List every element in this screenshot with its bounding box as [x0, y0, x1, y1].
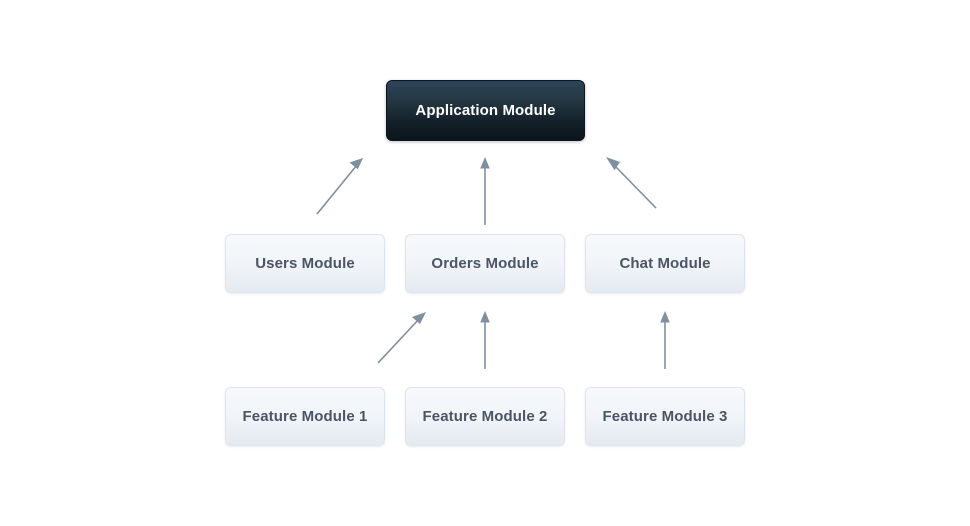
arrow-users-to-application [316, 158, 363, 215]
node-feature-module-1[interactable]: Feature Module 1 [225, 387, 385, 446]
node-feature-module-3-label: Feature Module 3 [602, 407, 728, 425]
node-feature-module-3[interactable]: Feature Module 3 [585, 387, 745, 446]
arrow-feature2-to-orders [480, 311, 490, 369]
node-feature-module-2-label: Feature Module 2 [422, 407, 548, 425]
node-users-module-label: Users Module [255, 254, 355, 272]
node-feature-module-2[interactable]: Feature Module 2 [405, 387, 565, 446]
arrow-feature1-to-users [377, 312, 426, 364]
arrow-orders-to-application [480, 157, 490, 225]
node-chat-module[interactable]: Chat Module [585, 234, 745, 293]
node-application-module-label: Application Module [415, 101, 556, 119]
node-orders-module[interactable]: Orders Module [405, 234, 565, 293]
node-orders-module-label: Orders Module [431, 254, 539, 272]
node-users-module[interactable]: Users Module [225, 234, 385, 293]
node-feature-module-1-label: Feature Module 1 [242, 407, 368, 425]
node-chat-module-label: Chat Module [619, 254, 711, 272]
arrow-feature3-to-chat [660, 311, 670, 369]
arrow-chat-to-application [606, 157, 657, 209]
node-application-module[interactable]: Application Module [386, 80, 585, 141]
